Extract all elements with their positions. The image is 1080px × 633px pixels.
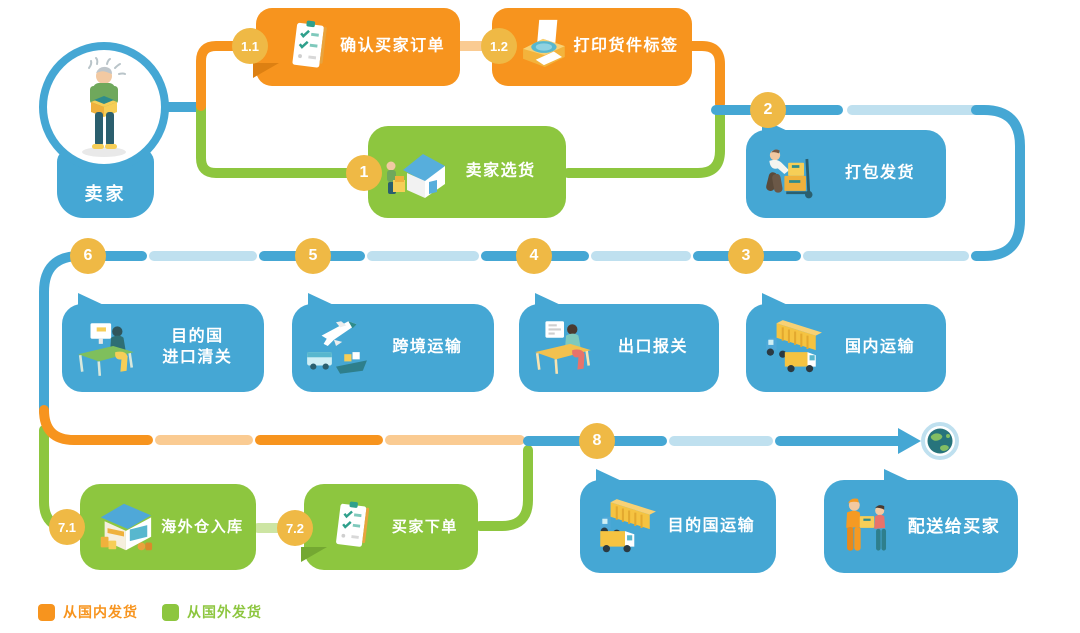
- legend-item-overseas: 从国外发货: [162, 602, 262, 622]
- step-badge-2: 2: [750, 92, 786, 128]
- box-label-line1: 目的国: [171, 328, 224, 346]
- seller-person-icon: [82, 57, 126, 157]
- box-tail: [308, 293, 338, 307]
- box-label: 目的国运输: [667, 517, 756, 535]
- checklist-icon: [326, 498, 378, 556]
- box-label: 卖家选货: [465, 162, 536, 180]
- box-tail: [884, 469, 914, 483]
- box-label: 海外仓入库: [161, 518, 244, 536]
- handtruck-icon: [760, 142, 820, 206]
- globe-icon: [921, 422, 959, 460]
- step-badge-1-2: 1.2: [481, 28, 517, 64]
- customs-desk-icon: [74, 315, 140, 381]
- box-cross-border: 跨境运输: [292, 293, 494, 392]
- trucks-icon: [592, 493, 658, 561]
- box-confirm-order: 确认买家订单: [253, 8, 460, 86]
- box-delivery: 配送给买家: [824, 469, 1018, 573]
- box-overseas-warehouse: 海外仓入库: [80, 484, 256, 570]
- legend-item-domestic: 从国内发货: [38, 602, 138, 622]
- box-domestic-transport: 国内运输: [746, 293, 946, 392]
- transport-modes-icon: [302, 315, 370, 381]
- box-label: 配送给买家: [907, 516, 1001, 536]
- box-label: 出口报关: [617, 338, 688, 356]
- step-badge-5: 5: [295, 238, 331, 274]
- printer-icon: [514, 17, 572, 77]
- box-tail: [301, 547, 327, 562]
- warehouse-icon: [92, 496, 156, 558]
- legend-swatch-green: [162, 603, 179, 621]
- box-label-line2: 进口清关: [162, 349, 233, 366]
- house-icon: [380, 140, 446, 204]
- box-label: 打包发货: [844, 164, 915, 182]
- box-buyer-order: 买家下单: [301, 484, 478, 570]
- seller-label: 卖家: [84, 184, 127, 204]
- box-label: 目的国 进口清关: [137, 327, 258, 369]
- box-pack-ship: 打包发货: [746, 119, 946, 218]
- step-badge-3: 3: [728, 238, 764, 274]
- step-badge-1-1: 1.1: [232, 28, 268, 64]
- seller-avatar: [39, 42, 169, 172]
- box-tail: [253, 63, 279, 78]
- legend-swatch-orange: [38, 603, 55, 621]
- box-dest-transport: 目的国运输: [580, 469, 776, 573]
- courier-icon: [838, 492, 896, 562]
- box-tail: [535, 293, 565, 307]
- checklist-icon: [282, 18, 336, 76]
- legend: 从国内发货 从国外发货: [38, 602, 262, 622]
- box-tail: [762, 293, 792, 307]
- box-label: 国内运输: [844, 338, 915, 356]
- box-export-customs: 出口报关: [519, 293, 719, 392]
- box-tail: [78, 293, 108, 307]
- box-import-customs: 目的国 进口清关: [62, 293, 264, 392]
- box-label: 确认买家订单: [340, 37, 446, 55]
- trucks-icon: [758, 315, 824, 381]
- box-tail: [596, 469, 626, 483]
- step-badge-6: 6: [70, 238, 106, 274]
- arrow-head-icon: [898, 428, 921, 454]
- step-badge-8: 8: [579, 423, 615, 459]
- step-badge-7-2: 7.2: [277, 510, 313, 546]
- step-badge-1: 1: [346, 155, 382, 191]
- box-seller-pick: 卖家选货: [368, 126, 566, 218]
- legend-label: 从国内发货: [63, 604, 138, 620]
- step-badge-7-1: 7.1: [49, 509, 85, 545]
- export-desk-icon: [531, 315, 597, 381]
- box-label: 跨境运输: [392, 338, 463, 356]
- box-label: 打印货件标签: [573, 37, 679, 55]
- step-badge-4: 4: [516, 238, 552, 274]
- box-print-label: 打印货件标签: [492, 8, 692, 86]
- box-label: 买家下单: [391, 518, 458, 536]
- legend-label: 从国外发货: [187, 604, 262, 620]
